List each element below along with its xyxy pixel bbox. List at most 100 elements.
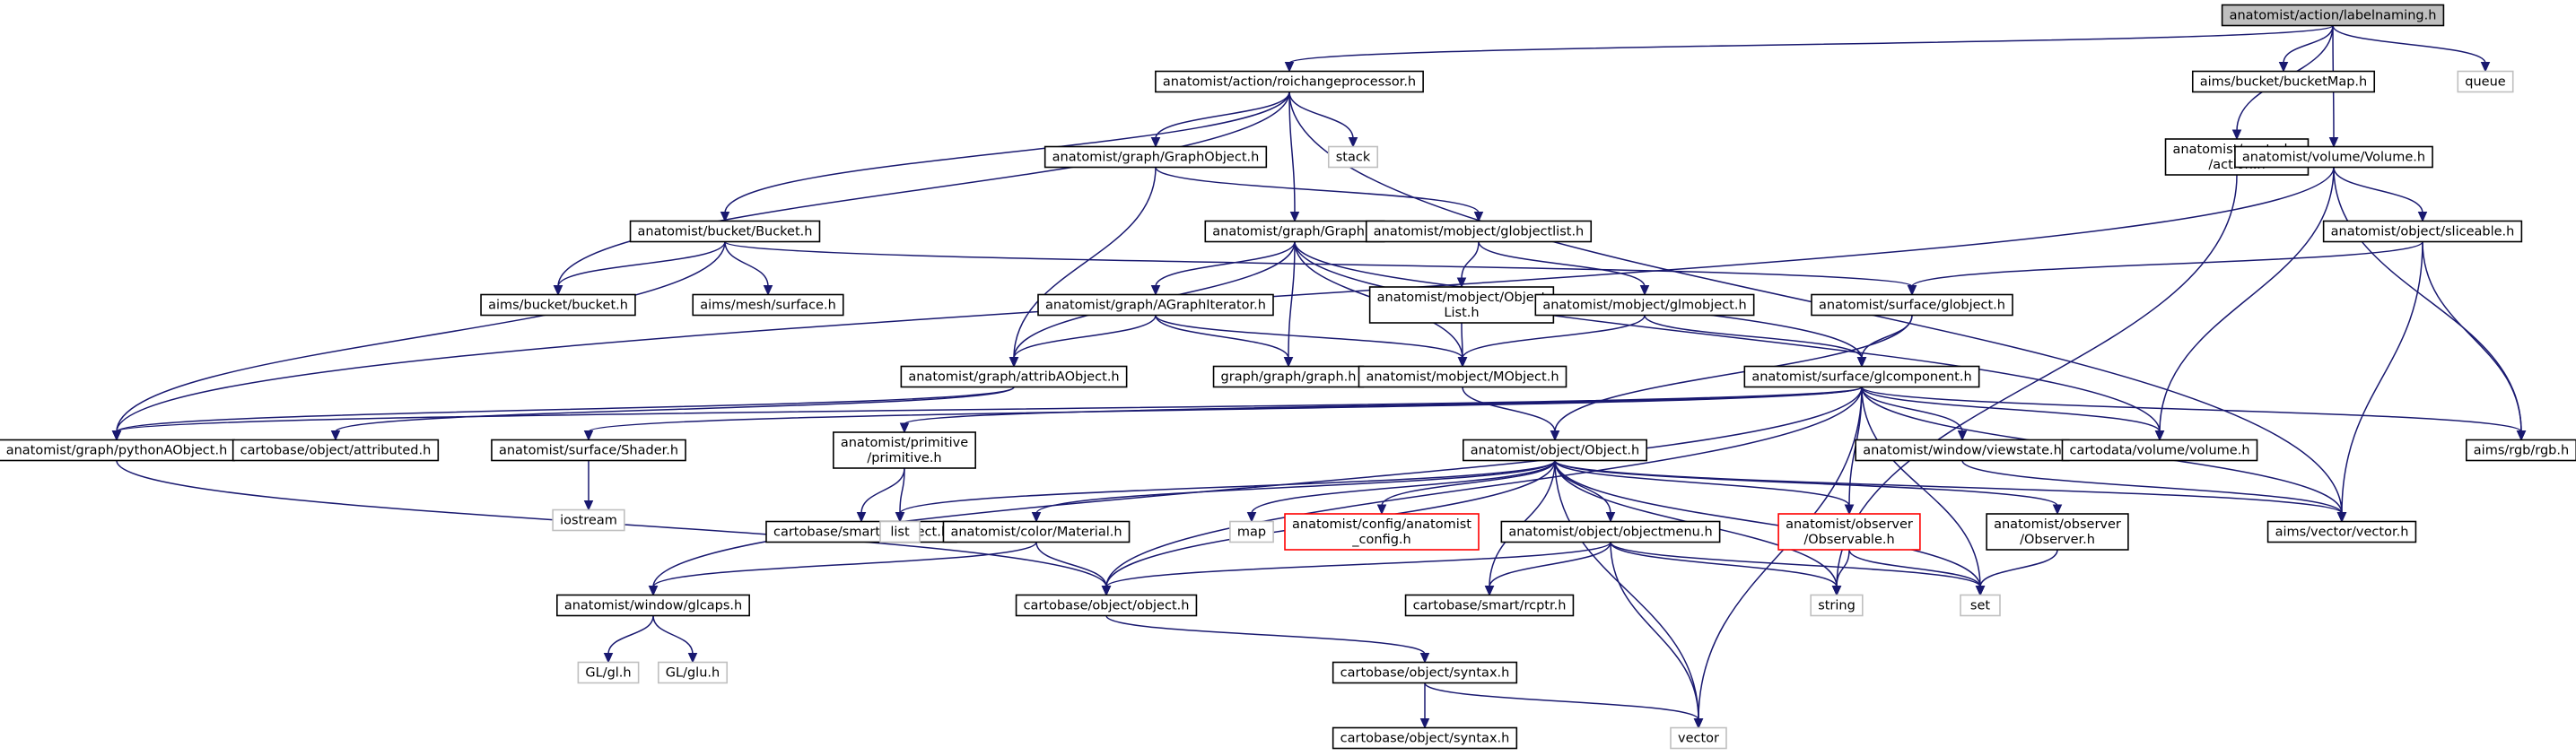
node-label: graph/graph/graph.h (1221, 370, 1357, 385)
node-rcobject[interactable]: cartobase/smart/rcobject.h (765, 520, 957, 543)
node-box (1960, 594, 2001, 617)
node-label: anatomist/graph/AGraphIterator.h (1045, 299, 1266, 313)
node-roichange[interactable]: anatomist/action/roichangeprocessor.h (1155, 70, 1424, 93)
node-box (1811, 293, 2013, 317)
edge-objecth-to-map (1246, 460, 1556, 523)
node-box (1810, 594, 1864, 617)
node-syntax[interactable]: cartobase/object/syntax.h (1332, 661, 1518, 684)
edge-agraphiter-to-graphgraph (1155, 315, 1294, 368)
edge-volume-to-sliceable (2333, 167, 2428, 222)
node-queue[interactable]: queue (2457, 70, 2514, 93)
node-label: aims/mesh/surface.h (700, 299, 836, 313)
node-label: vector (1678, 732, 1719, 746)
node-rgb[interactable]: aims/rgb/rgb.h (2465, 439, 2576, 462)
node-box (2221, 4, 2445, 27)
node-graphgraph[interactable]: graph/graph/graph.h (1212, 365, 1365, 388)
edge-bucketh-to-surface (724, 241, 773, 296)
node-label: anatomist/object/Object.h (1471, 444, 1639, 458)
node-box (657, 661, 729, 684)
node-cartoobject[interactable]: cartobase/object/object.h (1015, 594, 1198, 617)
node-graphobject[interactable]: anatomist/graph/GraphObject.h (1043, 145, 1268, 169)
node-iostream[interactable]: iostream (552, 508, 625, 532)
node-box (2234, 145, 2433, 169)
node-rcptr[interactable]: cartobase/smart/rcptr.h (1404, 594, 1575, 617)
node-vector3[interactable]: aims/vector/vector.h (2266, 520, 2417, 543)
node-vector[interactable]: vector (1670, 726, 1727, 750)
node-bucketh[interactable]: anatomist/bucket/Bucket.h (629, 220, 821, 243)
node-material[interactable]: anatomist/color/Material.h (942, 520, 1131, 543)
node-label: anatomist/window/glcaps.h (564, 599, 742, 613)
node-label: anatomist/mobject/glmobject.h (1542, 299, 1746, 313)
node-agraphiter[interactable]: anatomist/graph/AGraphIterator.h (1037, 293, 1274, 317)
node-box (1777, 513, 1921, 551)
node-observable[interactable]: anatomist/observer/Observable.h (1777, 513, 1921, 551)
node-label: /Observer.h (2020, 533, 2095, 547)
node-box (1037, 293, 1274, 317)
node-sliceable[interactable]: anatomist/object/sliceable.h (2322, 220, 2523, 243)
node-attributed[interactable]: cartobase/object/attributed.h (231, 439, 440, 462)
node-glcaps[interactable]: anatomist/window/glcaps.h (556, 594, 750, 617)
node-pythonaobject[interactable]: anatomist/graph/pythonAObject.h (0, 439, 236, 462)
node-syntaxh[interactable]: cartobase/object/syntax.h (1332, 726, 1518, 750)
node-objecth[interactable]: anatomist/object/Object.h (1463, 439, 1647, 462)
edge-sliceable-to-vector3 (2336, 241, 2423, 523)
node-label: anatomist/graph/GraphObject.h (1052, 151, 1260, 165)
edge-glmobject-to-glcomponent (1644, 315, 1867, 368)
node-label: queue (2465, 75, 2506, 90)
node-label: anatomist/color/Material.h (950, 526, 1122, 540)
node-surface[interactable]: aims/mesh/surface.h (692, 293, 844, 317)
edge-sliceable-to-globject (1907, 240, 2423, 296)
node-box (1500, 520, 1721, 543)
node-stack[interactable]: stack (1327, 145, 1379, 169)
node-label: anatomist/mobject/globjectlist.h (1374, 225, 1585, 239)
node-label: anatomist/surface/glcomponent.h (1751, 370, 1971, 385)
node-glu[interactable]: GL/glu.h (657, 661, 729, 684)
node-list[interactable]: list (879, 520, 921, 543)
node-mobject[interactable]: anatomist/mobject/MObject.h (1358, 365, 1567, 388)
node-config[interactable]: anatomist/config/anatomist_config.h (1284, 513, 1480, 551)
node-primitive[interactable]: anatomist/primitive/primitive.h (833, 431, 976, 469)
node-label: anatomist/graph/pythonAObject.h (6, 444, 228, 458)
node-globjectlist[interactable]: anatomist/mobject/globjectlist.h (1365, 220, 1593, 243)
node-graph[interactable]: anatomist/graph/Graph.h (1204, 220, 1385, 243)
edge-sliceable-to-rgb (2422, 241, 2527, 441)
node-box (1368, 286, 1555, 324)
node-glmobject[interactable]: anatomist/mobject/glmobject.h (1534, 293, 1755, 317)
node-observer[interactable]: anatomist/observer/Observer.h (1986, 513, 2129, 551)
nodes-layer: anatomist/action/labelnaming.h anatomist/… (0, 4, 2576, 750)
node-box (231, 439, 440, 462)
node-label: anatomist/observer (1994, 517, 2121, 532)
node-label: anatomist/action/roichangeprocessor.h (1163, 75, 1416, 90)
node-label: List.h (1444, 306, 1479, 320)
node-label: anatomist/mobject/MObject.h (1366, 370, 1559, 385)
edge-mobject-to-objecth (1462, 387, 1560, 441)
edge-graph-to-cartovolume (1294, 241, 2165, 441)
node-set[interactable]: set (1960, 594, 2001, 617)
node-glcomponent[interactable]: anatomist/surface/glcomponent.h (1743, 365, 1980, 388)
node-objectmenu[interactable]: anatomist/object/objectmenu.h (1500, 520, 1721, 543)
node-box (2457, 70, 2514, 93)
node-box (692, 293, 844, 317)
edge-labelnaming-to-queue (2332, 25, 2491, 73)
node-viewstate[interactable]: anatomist/window/viewstate.h (1855, 439, 2070, 462)
node-shader[interactable]: anatomist/surface/Shader.h (491, 439, 686, 462)
edge-syntax-to-syntaxh (1419, 682, 1430, 729)
node-attribaobject[interactable]: anatomist/graph/attribAObject.h (900, 365, 1128, 388)
node-labelnaming[interactable]: anatomist/action/labelnaming.h (2221, 4, 2445, 27)
node-box (1015, 594, 1198, 617)
node-cartovolume[interactable]: cartodata/volume/volume.h (2061, 439, 2258, 462)
node-box (556, 594, 750, 617)
node-aimsbucket[interactable]: aims/bucket/bucket.h (480, 293, 636, 317)
node-box (1365, 220, 1593, 243)
node-map[interactable]: map (1229, 520, 1274, 543)
node-gl[interactable]: GL/gl.h (577, 661, 640, 684)
node-label: _config.h (1351, 533, 1410, 547)
node-box (2465, 439, 2576, 462)
node-volume[interactable]: anatomist/volume/Volume.h (2234, 145, 2433, 169)
node-bucketMap[interactable]: aims/bucket/bucketMap.h (2191, 70, 2376, 93)
edge-objecth-to-vector (1554, 460, 1704, 729)
node-string[interactable]: string (1810, 594, 1864, 617)
edge-objectmenu-to-rcptr (1484, 542, 1611, 596)
node-globject[interactable]: anatomist/surface/globject.h (1811, 293, 2013, 317)
